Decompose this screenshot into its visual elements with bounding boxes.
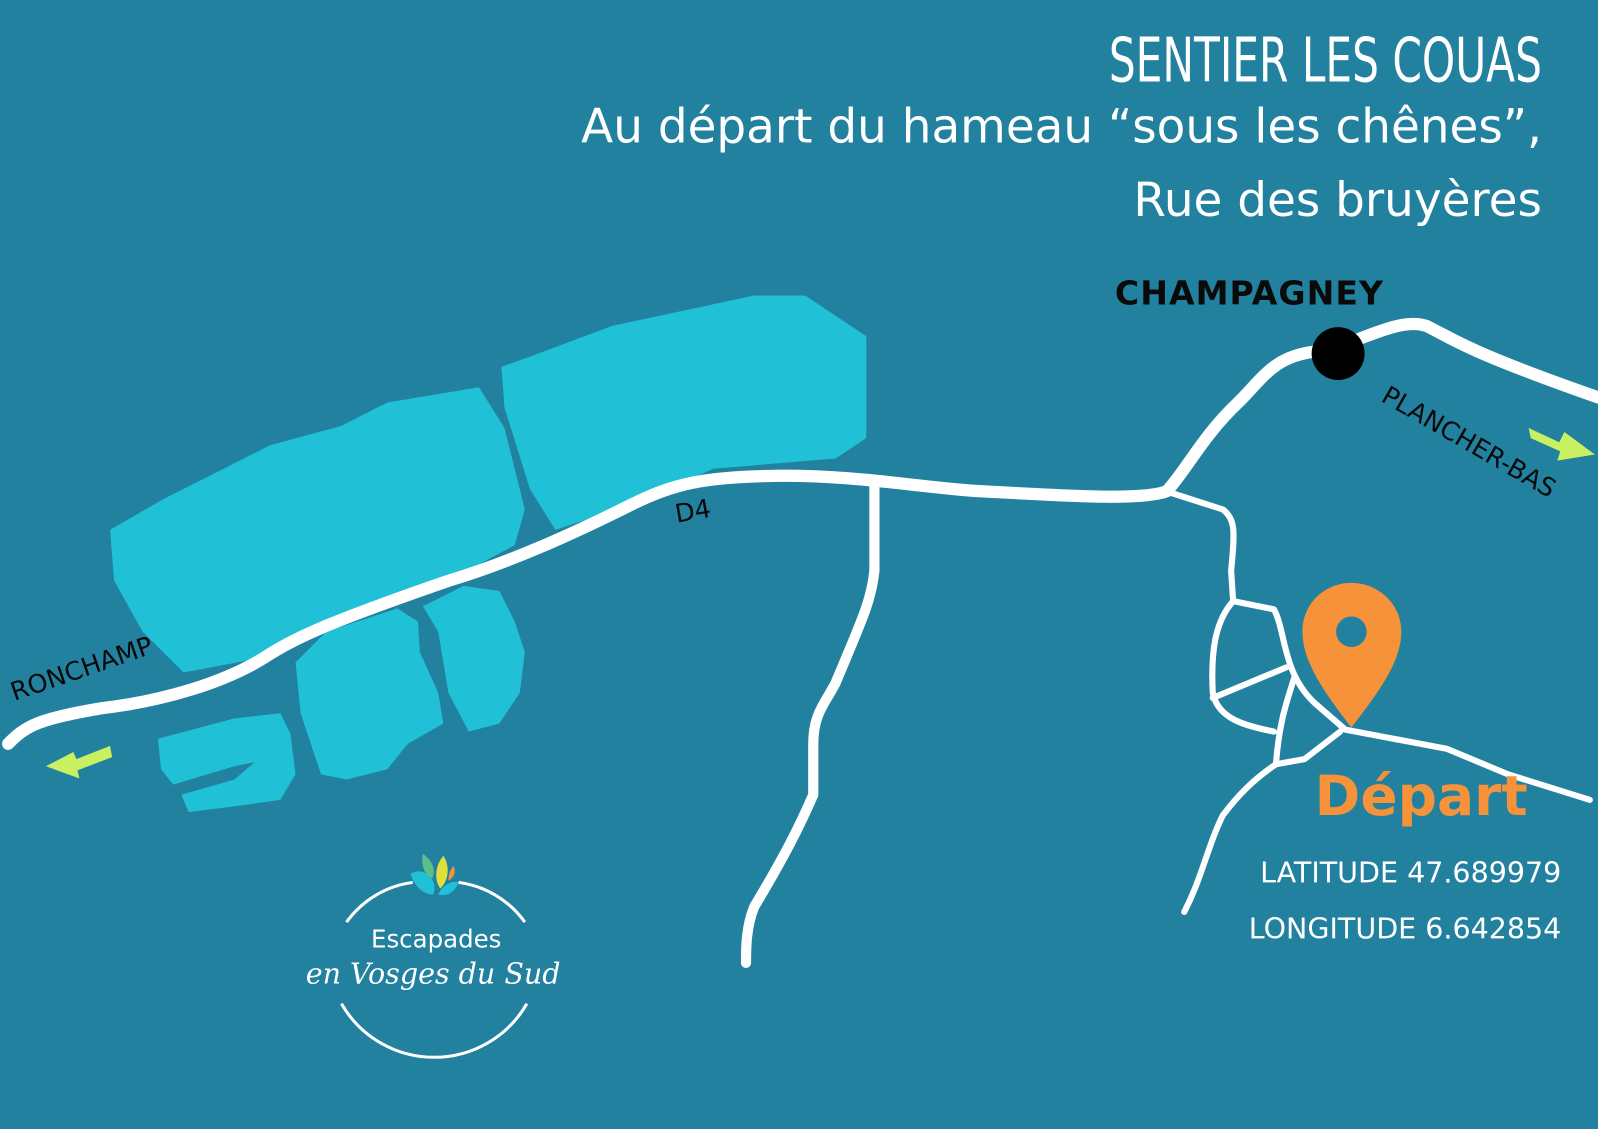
local-road (1181, 674, 1298, 916)
latitude-label: LATITUDE 47.689979 (1260, 856, 1561, 889)
map-title: SENTIER LES COUAS (1109, 26, 1542, 97)
local-road (1272, 728, 1344, 768)
forest-area (110, 387, 525, 673)
arrow-east-icon (1528, 427, 1595, 461)
west-direction-label: RONCHAMP (7, 631, 157, 708)
forest-area (501, 295, 867, 530)
start-marker-icon (1302, 582, 1402, 728)
forest-areas (110, 295, 867, 813)
arrow-west-icon (45, 745, 113, 779)
longitude-label: LONGITUDE 6.642854 (1249, 912, 1562, 945)
start-label: Départ (1315, 764, 1528, 828)
logo-line2: en Vosges du Sud (306, 957, 561, 990)
east-direction-label: PLANCHER-BAS (1376, 381, 1560, 505)
forest-area (422, 585, 525, 732)
leaf-icon (410, 853, 459, 896)
road-south (740, 481, 880, 969)
logo-line1: Escapades (371, 925, 501, 954)
forest-area (295, 608, 444, 780)
subtitle-line2: Rue des bruyères (1133, 173, 1542, 228)
logo: Escapades en Vosges du Sud (306, 853, 561, 1059)
forest-area (157, 713, 296, 813)
subtitle-line1: Au départ du hameau “sous les chênes”, (581, 100, 1542, 155)
village-label: CHAMPAGNEY (1115, 275, 1384, 313)
road-label: D4 (673, 494, 713, 530)
local-road (1209, 664, 1290, 702)
local-road (1209, 598, 1277, 735)
local-road (1168, 490, 1593, 803)
village-dot (1311, 327, 1365, 381)
